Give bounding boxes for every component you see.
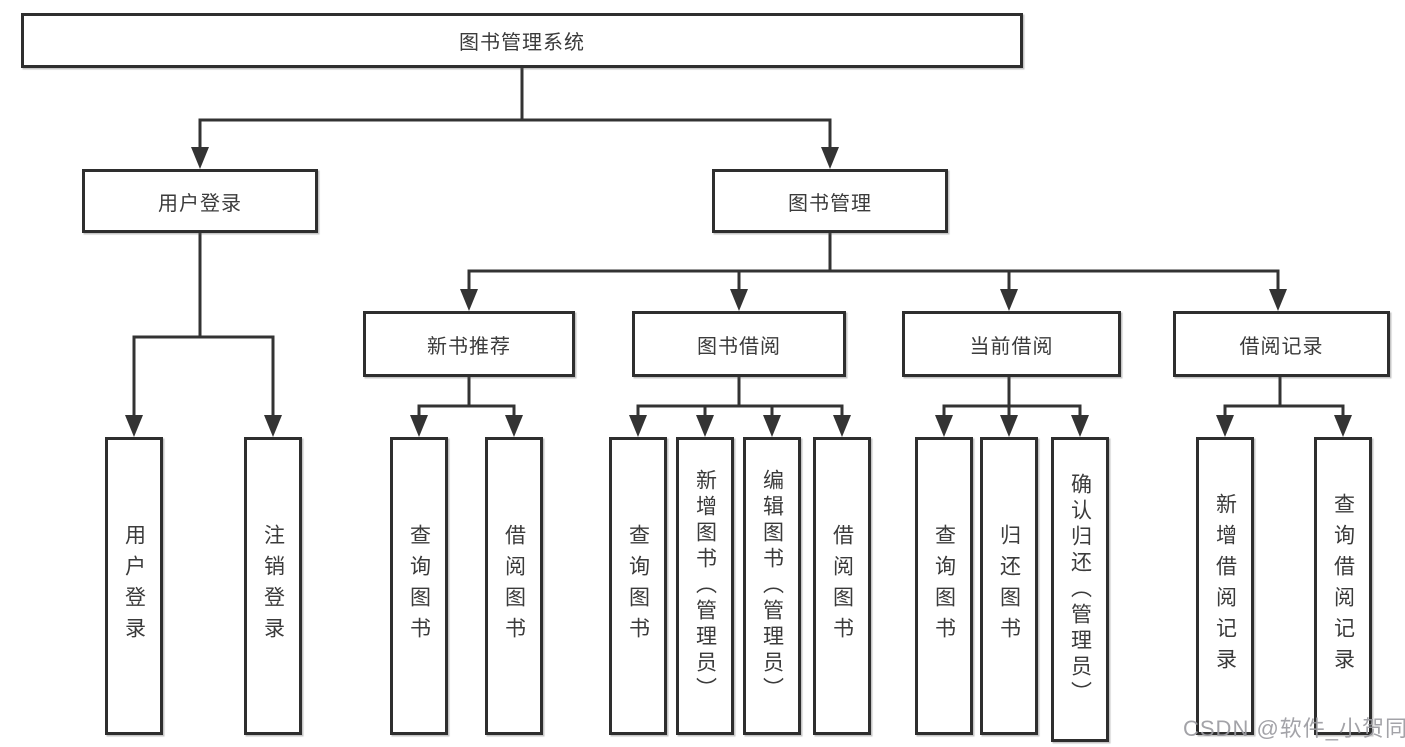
leaf-borrow-query-books-label: 查询图书: [626, 524, 650, 648]
node-book-borrowing: 图书借阅: [632, 311, 846, 377]
node-user-login-label: 用户登录: [158, 192, 242, 215]
leaf-current-return-books: 归还图书: [980, 437, 1038, 735]
node-library-system: 图书管理系统: [21, 13, 1023, 68]
leaf-newbook-borrow-books-label: 借阅图书: [502, 524, 526, 648]
node-new-book-recommend: 新书推荐: [363, 311, 575, 377]
leaf-newbook-query-books-label: 查询图书: [407, 524, 431, 648]
leaf-current-query-books: 查询图书: [915, 437, 973, 735]
leaf-records-query-record-label: 查询借阅记录: [1331, 493, 1355, 679]
node-borrowing-records-label: 借阅记录: [1239, 335, 1324, 358]
leaf-user-login-label: 用户登录: [122, 524, 146, 648]
leaf-current-return-books-label: 归还图书: [997, 524, 1021, 648]
node-library-system-label: 图书管理系统: [459, 32, 585, 54]
node-borrowing-records: 借阅记录: [1173, 311, 1390, 377]
leaf-borrow-borrow-books-label: 借阅图书: [830, 524, 854, 648]
leaf-current-confirm-return-admin: 确认归还（管理员）: [1051, 437, 1109, 742]
leaf-newbook-query-books: 查询图书: [390, 437, 448, 735]
leaf-borrow-add-book-admin: 新增图书（管理员）: [676, 437, 734, 735]
leaf-borrow-query-books: 查询图书: [609, 437, 667, 735]
leaf-current-query-books-label: 查询图书: [932, 524, 956, 648]
leaf-borrow-borrow-books: 借阅图书: [813, 437, 871, 735]
leaf-records-add-record: 新增借阅记录: [1196, 437, 1254, 735]
leaf-logout: 注销登录: [244, 437, 302, 735]
leaf-borrow-add-book-admin-label: 新增图书（管理员）: [693, 469, 717, 703]
leaf-borrow-edit-book-admin: 编辑图书（管理员）: [743, 437, 801, 735]
leaf-records-query-record: 查询借阅记录: [1314, 437, 1372, 735]
leaf-newbook-borrow-books: 借阅图书: [485, 437, 543, 735]
leaf-records-add-record-label: 新增借阅记录: [1213, 493, 1237, 679]
leaf-user-login: 用户登录: [105, 437, 163, 735]
node-current-borrowing: 当前借阅: [902, 311, 1121, 377]
node-book-borrowing-label: 图书借阅: [697, 335, 781, 358]
node-book-management-label: 图书管理: [788, 192, 872, 215]
leaf-borrow-edit-book-admin-label: 编辑图书（管理员）: [760, 469, 784, 703]
leaf-current-confirm-return-admin-label: 确认归还（管理员）: [1068, 472, 1092, 707]
node-new-book-recommend-label: 新书推荐: [427, 335, 511, 358]
leaf-logout-label: 注销登录: [261, 524, 285, 648]
node-current-borrowing-label: 当前借阅: [969, 335, 1054, 358]
csdn-watermark: CSDN @软件_小贺同学: [1183, 716, 1405, 741]
node-book-management: 图书管理: [712, 169, 948, 233]
node-user-login: 用户登录: [82, 169, 318, 233]
